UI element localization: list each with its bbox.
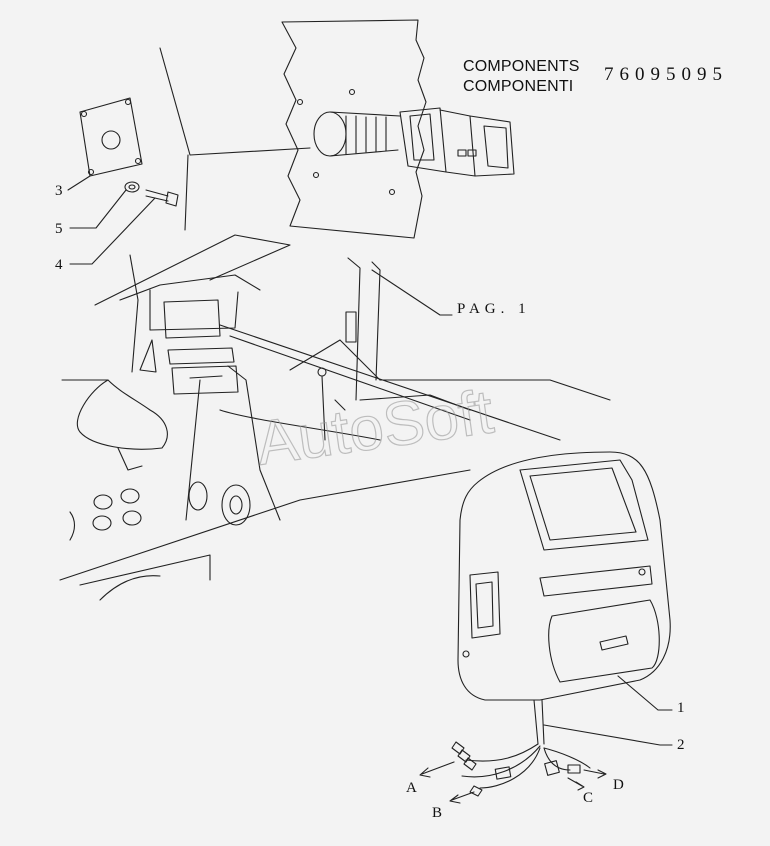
callout-5: 5: [55, 221, 63, 237]
leader-4: [69, 197, 156, 265]
washer: [124, 181, 140, 193]
console-harness: [451, 699, 591, 797]
callout-2: 2: [677, 737, 685, 753]
arrow-b: [449, 791, 475, 804]
connector-a-label: A: [406, 780, 417, 796]
leader-1: [617, 675, 673, 711]
callout-3: 3: [55, 183, 63, 199]
connector-plug: [399, 107, 515, 177]
title-components: COMPONENTS: [463, 58, 580, 75]
connector-c-label: C: [583, 790, 593, 806]
leader-pag1: [371, 269, 453, 316]
leader-dash-to-panel: [219, 324, 561, 441]
callout-4: 4: [55, 257, 63, 273]
leader-panel-down: [184, 154, 189, 231]
callout-1: 1: [677, 700, 685, 716]
bolt: [145, 189, 179, 207]
leader-5: [69, 189, 127, 229]
leader-dash-to-panel-2: [229, 335, 471, 421]
connector-d-label: D: [613, 777, 624, 793]
leader-panel-left: [159, 47, 311, 156]
arrow-c: [567, 777, 585, 791]
page-reference: PAG. 1: [457, 301, 531, 317]
instrument-console: [457, 451, 671, 701]
leader-3: [67, 175, 91, 191]
part-number: 76095095: [604, 64, 728, 85]
title-componenti: COMPONENTI: [463, 78, 574, 95]
foot-pedals: [92, 488, 142, 531]
arrow-d: [583, 769, 607, 779]
arrow-a: [419, 761, 455, 778]
leader-2: [543, 724, 673, 746]
harness-grommet: [313, 111, 401, 157]
connector-b-label: B: [432, 805, 442, 821]
watermark: AutoSoft: [252, 377, 497, 478]
cover-plate: [79, 97, 143, 177]
wall-panel: [281, 19, 427, 239]
cab-interior: [59, 234, 611, 601]
